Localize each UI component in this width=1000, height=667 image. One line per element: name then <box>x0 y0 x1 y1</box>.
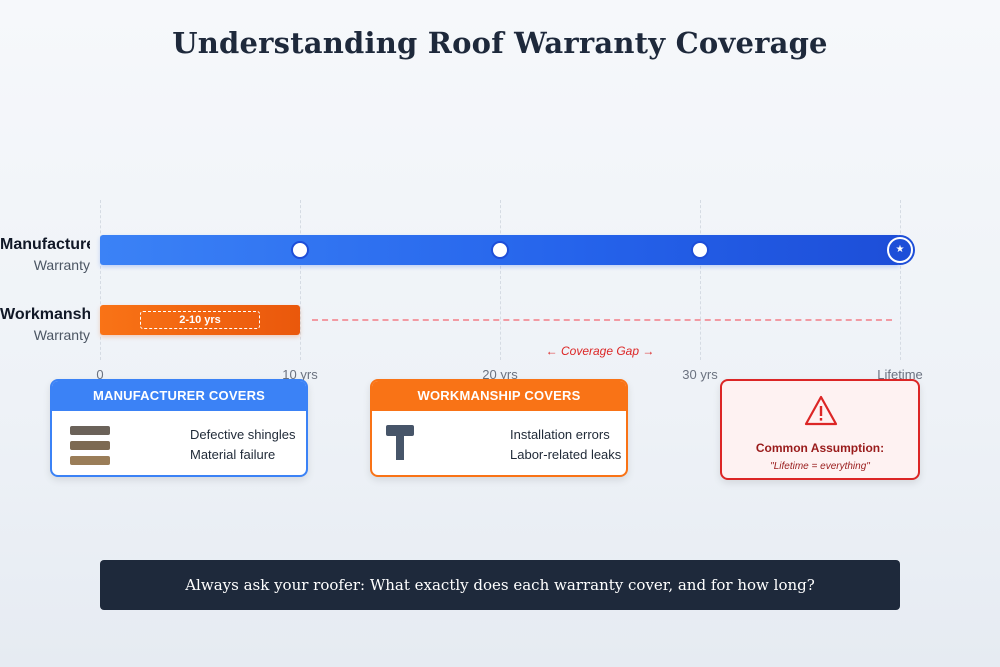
lifetime-star-icon: ★ <box>887 237 913 263</box>
list-item: Labor-related leaks <box>510 447 622 462</box>
list-item: Installation errors <box>510 427 610 442</box>
workmanship-sublabel: Warranty <box>33 327 90 343</box>
workmanship-row-label: Workmanship Warranty <box>0 306 90 343</box>
manufacturer-covers-card: MANUFACTURER COVERS Defective shingles M… <box>50 379 308 477</box>
advice-banner: Always ask your roofer: What exactly doe… <box>100 560 900 610</box>
workmanship-warranty-bar <box>100 305 300 335</box>
list-item: Material failure <box>190 447 276 462</box>
gridline <box>300 200 301 360</box>
card-header: WORKMANSHIP COVERS <box>372 381 626 411</box>
card-item-list: Installation errors Labor-related leaks <box>510 425 621 465</box>
card-item-list: Defective shingles Material failure <box>190 425 296 465</box>
axis-tick: 20 yrs <box>482 367 518 382</box>
axis-tick: 10 yrs <box>282 367 318 382</box>
manufacturer-row-label: Manufacturer Warranty <box>0 236 90 273</box>
gridline <box>900 200 901 360</box>
workmanship-range-tag: 2-10 yrs <box>140 311 260 329</box>
page-title: Understanding Roof Warranty Coverage <box>172 26 828 60</box>
milestone-dot <box>691 241 709 259</box>
workmanship-covers-card: WORKMANSHIP COVERS Installation errors L… <box>370 379 628 477</box>
workmanship-label: Workmanship <box>0 306 90 323</box>
coverage-gap-line <box>312 319 892 321</box>
list-item: Defective shingles <box>190 427 296 442</box>
gridline <box>500 200 501 360</box>
coverage-gap-label: ← Coverage Gap → <box>545 344 655 358</box>
axis-tick: 0 <box>96 367 104 382</box>
gridline <box>700 200 701 360</box>
assumption-title: Common Assumption: <box>755 441 885 455</box>
common-assumption-card: Common Assumption: "Lifetime = everythin… <box>720 379 920 480</box>
axis-tick: Lifetime <box>877 367 923 382</box>
warning-icon <box>804 395 838 426</box>
manufacturer-sublabel: Warranty <box>33 257 90 273</box>
milestone-dot <box>291 241 309 259</box>
gridline <box>100 200 101 360</box>
axis-tick: 30 yrs <box>682 367 718 382</box>
manufacturer-label: Manufacturer <box>0 236 90 253</box>
milestone-dot <box>491 241 509 259</box>
assumption-quote: "Lifetime = everything" <box>770 461 870 472</box>
card-header: MANUFACTURER COVERS <box>52 381 306 411</box>
